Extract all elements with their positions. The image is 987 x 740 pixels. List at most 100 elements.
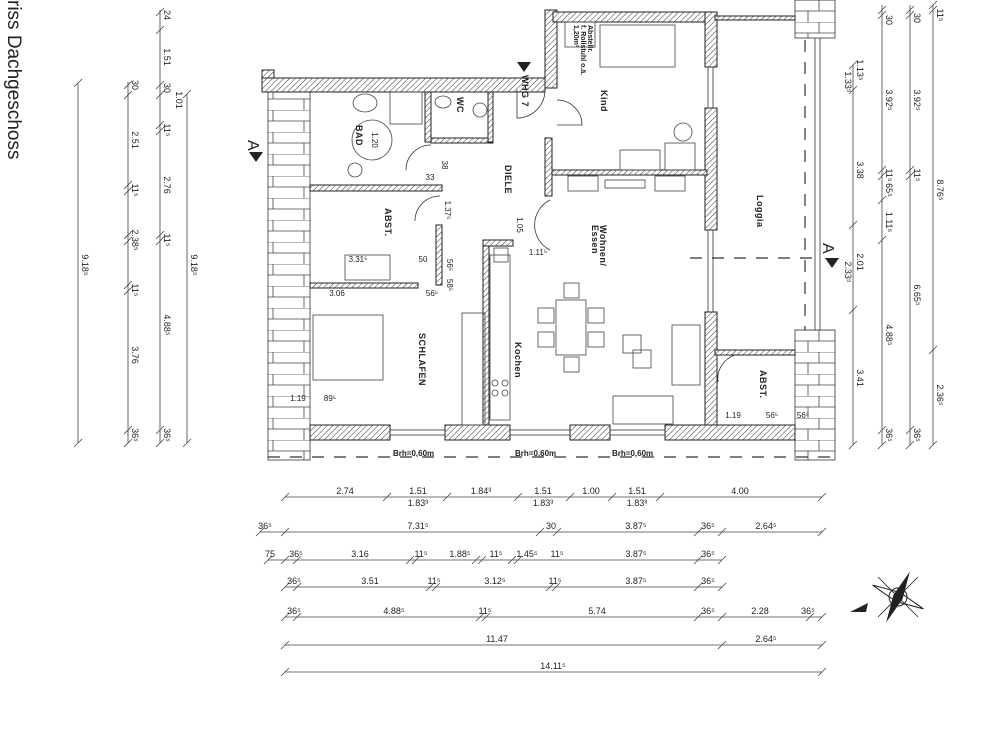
compass-rose-icon [872,571,924,623]
dimension-label: 24 [162,10,172,20]
dimension-label: 3.87⁵ [625,549,647,559]
room-essen: Essen [590,225,600,254]
dimension-label: 36⁵ [701,576,715,586]
interior-dimension-label: 3.06 [329,289,345,298]
dimension-label: 1.11⁵ [884,212,894,233]
dimension-label: 11⁵ [162,123,172,136]
dimension-label: 36⁵ [287,606,301,616]
dimension-label: 7.31⁵ [407,521,429,531]
north-arrow-icon [850,603,868,612]
dimension-label: 3.87⁵ [625,521,647,531]
dimension-label: 8.76⁵ [935,179,945,201]
dimension-label: 30 [912,13,922,23]
dimension-label: 1.00 [582,486,600,496]
interior-dimension-label: 56⁵ [445,259,454,271]
dimension-label: 75 [265,549,275,559]
dimension-label: 11⁵ [935,8,945,21]
dimension-label: 36⁵ [162,428,172,442]
dimension-label: 1.88⁵ [449,549,471,559]
dimension-label: 2.51 [130,131,140,149]
dimension-label: 36⁵ [289,549,303,559]
sill-label: Brh=0,60m [393,449,434,458]
dimension-label: 6.65⁵ [912,284,922,306]
dimension-label: 36⁵ [258,521,272,531]
interior-dimension-label: 1.19 [290,394,306,403]
dimension-label: 9.18⁵ [80,254,90,276]
roof-section-right-bottom [794,329,836,461]
dimension-label: 2.28 [751,606,769,616]
plan-title: riss Dachgeschoss [3,0,24,159]
doors [405,89,736,383]
dimension-label: 11⁵ [427,576,440,586]
dimension-label: 3.87⁵ [625,576,647,586]
windows [389,38,821,436]
svg-text:A: A [819,243,836,254]
section-arrow-icon [825,258,839,268]
dimension-label: 1.45⁵ [516,549,538,559]
entrance-label: WHG 7 [520,75,530,107]
dimension-label: 3.41 [855,369,865,387]
room-labels: BAD WC DIELE ABST. Kind Wohnen/ Essen Lo… [354,25,768,399]
dimension-label: 4.88⁵ [162,314,172,336]
storage-note-1: Abstellr. [586,25,593,53]
interior-dimension-label: 1.05 [515,217,524,233]
svg-text:A: A [244,140,261,151]
dimension-label: 11⁵ [414,549,427,559]
dimension-label: 65⁵ [884,183,894,197]
dimension-label: 1.13⁵ [855,59,865,81]
dimension-label: 36⁵ [701,549,715,559]
dimension-label: 1.51 [162,48,172,66]
dimension-label: 1.83³ [533,498,554,508]
dimension-label: 1.84³ [471,486,492,496]
dimension-label: 1.51 [628,486,646,496]
dimension-label: 11.47 [486,634,508,644]
interior-dimension-label: 1.37⁵ [443,201,452,220]
room-diele: DIELE [503,165,513,194]
section-mark-right: A [819,243,839,268]
dimension-label: 36⁵ [130,428,140,442]
room-abst-left: ABST. [383,208,393,237]
dimension-label: 36⁵ [701,521,715,531]
dimension-label: 30 [130,80,140,90]
entrance-arrow-icon [517,62,531,72]
interior-dimension-label: 1.11⁵ [529,248,547,257]
dimension-label: 11⁵ [130,183,140,196]
dimension-label: 11⁵ [550,549,563,559]
section-mark-left: A [244,140,263,162]
storage-note-2: f. Rollstuhl o.ä. [579,25,586,75]
dimension-label: 14.11⁵ [540,661,566,671]
room-schlafen: SCHLAFEN [417,333,427,386]
storage-note-3: 1,20m² [572,25,579,48]
dimension-label: 36⁵ [884,428,894,442]
dimension-label: 30 [162,83,172,93]
section-arrow-icon [249,152,263,162]
sill-label: Brh=0,60m [515,449,556,458]
interior-dimension-label: 56⁵ [797,411,809,420]
interior-dimension-label: 56⁵ [766,411,778,420]
dimension-label: 11⁵ [489,549,502,559]
dimension-label: 4.88⁵ [383,606,405,616]
interior-dimension-label: 50 [419,255,428,264]
dimension-label: 2.76 [162,176,172,194]
room-wc: WC [455,97,465,113]
dimension-label: 11⁵ [130,283,140,296]
room-kochen: Kochen [513,342,523,378]
dimension-label: 3.92⁵ [912,89,922,111]
interior-dimension-label: 89⁵ [324,394,336,403]
dimension-label: 3.92⁵ [884,89,894,111]
room-loggia: Loggia [755,195,765,228]
room-abst-right: ABST. [758,370,768,399]
dimension-label: 4.88⁵ [884,324,894,346]
room-wohnen: Wohnen/ [598,225,608,266]
dimension-label: 2.01 [855,253,865,271]
interior-dimension-label: 3.31⁵ [349,255,368,264]
interior-dimension-label: 58⁵ [445,279,454,291]
dimension-label: 3.76 [130,346,140,364]
furniture [312,21,701,426]
interior-dimension-label: 1.20 [370,132,379,148]
dimension-label: 36⁵ [287,576,301,586]
dimension-label: 3.38 [855,161,865,179]
